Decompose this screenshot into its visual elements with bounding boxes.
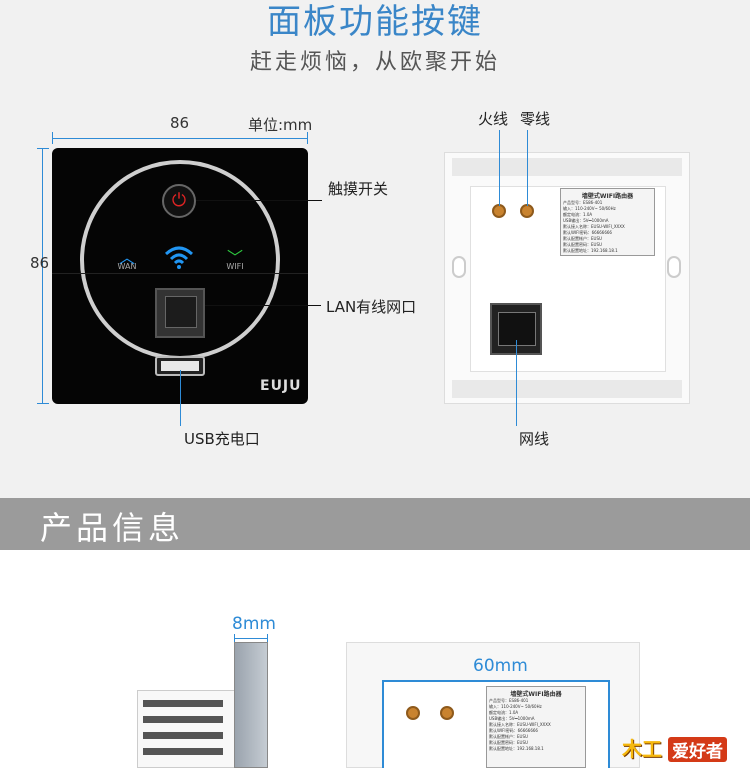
- panel-divider: [52, 273, 308, 274]
- spec-line: 默认WIFI密码：66666666: [489, 728, 538, 733]
- lan-port-leader: [205, 305, 321, 306]
- spec-label: 墙壁式WIFI路由器 产品型号：ES86-401 输入：110-240V~ 50…: [560, 188, 655, 256]
- side-view-faceplate: [234, 642, 268, 768]
- width-dimension-line: [52, 138, 308, 139]
- bottom-spec-label: 墙壁式WIFI路由器 产品型号：ES86-401 输入：110-240V~ 50…: [486, 686, 586, 768]
- bottom-live-screw: [406, 706, 420, 720]
- spec-line: 输入：110-240V~ 50/60Hz: [563, 206, 616, 211]
- page-title: 面板功能按键: [267, 2, 483, 42]
- network-cable-leader: [516, 340, 517, 426]
- power-touch-button[interactable]: ⏻: [162, 184, 196, 218]
- live-wire-leader: [499, 130, 500, 206]
- spec-line: 产品型号：ES86-401: [563, 200, 603, 205]
- touch-switch-leader: [196, 200, 322, 201]
- mount-hole-right: [667, 256, 681, 278]
- side-vent-slot: [143, 748, 223, 755]
- neutral-wire-leader: [527, 130, 528, 206]
- spec-line: 默认配置密码：EUSU: [563, 242, 602, 247]
- spec-label-title: 墙壁式WIFI路由器: [581, 193, 634, 200]
- section-title: 产品信息: [40, 509, 185, 547]
- spec-line: 默认配置地址：192.168.18.1: [489, 746, 544, 751]
- brand-logo: EUJU: [260, 378, 302, 394]
- back-bottom-rib: [452, 380, 682, 398]
- side-vent-slot: [143, 732, 223, 739]
- page-subtitle: 赶走烦恼，从欧聚开始: [249, 50, 500, 75]
- width-dimension-tick-right: [307, 132, 308, 144]
- depth-tick-right: [267, 634, 268, 644]
- height-dimension-tick-bottom: [37, 403, 49, 404]
- lan-port-socket: [165, 296, 197, 328]
- height-dimension-tick-top: [37, 148, 49, 149]
- back-top-rib: [452, 158, 682, 176]
- power-icon: ⏻: [171, 190, 187, 211]
- depth-tick-left: [234, 634, 235, 644]
- spec-line: 输入：110-240V~ 50/60Hz: [489, 704, 542, 709]
- spec-line: 默认配置地址：192.168.18.1: [563, 248, 618, 253]
- spec-line: USB输出：5V⎓1000mA: [489, 716, 535, 721]
- side-vent-slot: [143, 716, 223, 723]
- mount-hole-left: [452, 256, 466, 278]
- wan-indicator-icon: ︿: [118, 248, 135, 267]
- wifi-label: WIFI: [226, 262, 244, 271]
- bottom-neutral-screw: [440, 706, 454, 720]
- bottom-spec-label-title: 墙壁式WIFI路由器: [510, 691, 562, 698]
- width-label: 86: [170, 114, 190, 132]
- touch-switch-label: 触摸开关: [328, 180, 389, 198]
- spec-line: 默认配置帐户：EUSU: [563, 236, 602, 241]
- neutral-wire-label: 零线: [520, 110, 551, 128]
- wan-label: WAN: [117, 262, 137, 271]
- usb-port-leader: [180, 370, 181, 426]
- live-wire-label: 火线: [478, 110, 509, 128]
- wifi-indicator-icon: ﹀: [226, 248, 243, 267]
- height-label: 86: [30, 254, 50, 272]
- rear-rj45-socket: [498, 312, 536, 346]
- watermark-logo: 木工: [622, 737, 662, 761]
- depth-dimension-line: [234, 638, 268, 639]
- spec-line: 额定电流：1.0A: [489, 710, 519, 715]
- unit-label: 单位:mm: [248, 116, 313, 134]
- usb-port-label: USB充电口: [184, 430, 260, 448]
- spec-line: 默认配置密码：EUSU: [489, 740, 528, 745]
- usb-port-socket: [161, 361, 199, 371]
- side-vent-slot: [143, 700, 223, 707]
- height-dimension-line: [42, 148, 43, 404]
- spec-line: 默认接入名称：EUSU-WIFI_XXXX: [563, 224, 625, 229]
- network-cable-label: 网线: [519, 430, 550, 448]
- wifi-icon: [164, 244, 194, 274]
- spec-line: 默认配置帐户：EUSU: [489, 734, 528, 739]
- width-60-label: 60mm: [473, 656, 528, 676]
- neutral-terminal-screw: [520, 204, 534, 218]
- spec-line: 默认WIFI密码：66666666: [563, 230, 612, 235]
- width-dimension-tick-left: [52, 132, 53, 144]
- spec-line: USB输出：5V⎓1000mA: [563, 218, 609, 223]
- spec-line: 额定电流：1.0A: [563, 212, 593, 217]
- section-bar: [0, 498, 750, 550]
- lan-port-label: LAN有线网口: [326, 298, 417, 316]
- watermark-text: 爱好者: [668, 737, 727, 762]
- depth-label: 8mm: [232, 614, 276, 634]
- live-terminal-screw: [492, 204, 506, 218]
- spec-line: 产品型号：ES86-401: [489, 698, 529, 703]
- spec-line: 默认接入名称：EUSU-WIFI_XXXX: [489, 722, 551, 727]
